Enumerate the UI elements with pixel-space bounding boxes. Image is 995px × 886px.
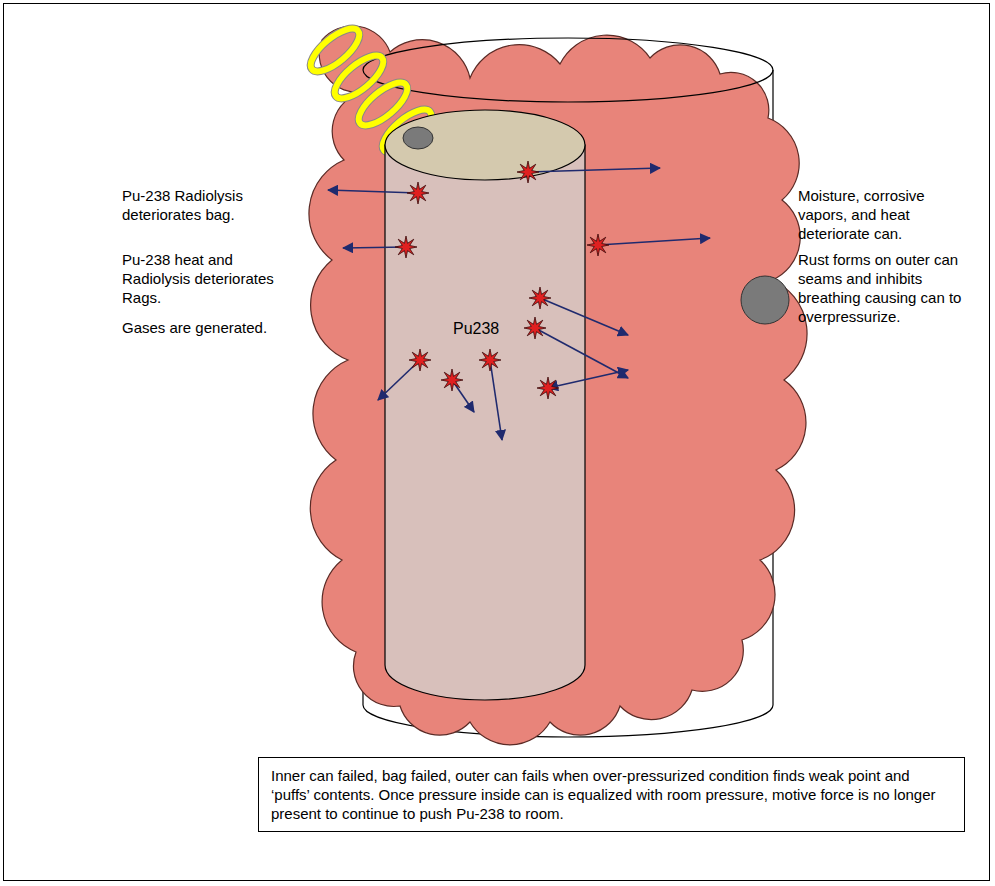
inner-can-body [385, 145, 585, 700]
outer-can-lid [363, 38, 773, 102]
radiation-arrow [328, 190, 418, 193]
spiral-coil [328, 49, 389, 106]
rags [309, 26, 807, 745]
radiation-burst [517, 161, 539, 183]
annotation-text: Rust forms on outer can seams and inhibi… [798, 250, 963, 326]
annotation-text: Pu-238 Radiolysis deteriorates bag. [122, 186, 292, 224]
breach-spot [741, 276, 789, 324]
breach-hole [403, 127, 433, 149]
radiation-arrow [548, 370, 628, 388]
annotation-text: Pu-238 heat and Radiolysis deteriorates … [122, 250, 292, 307]
material-label: Pu238 [453, 320, 499, 338]
spiral-coil [304, 22, 365, 79]
radiation-burst [479, 349, 501, 371]
radiation-burst [407, 182, 429, 204]
radiation-burst [409, 349, 431, 371]
radiation-burst [537, 377, 559, 399]
note-text: Inner can failed, bag failed, outer can … [271, 766, 952, 823]
radiation-arrow [535, 328, 628, 378]
radiation-arrow [528, 168, 660, 172]
rags-outline [309, 26, 807, 745]
radiation-arrow [490, 360, 502, 440]
radiation-burst [524, 317, 546, 339]
spiral-coil [328, 49, 389, 106]
radiation-burst [441, 369, 463, 391]
radiation-arrow [540, 298, 628, 335]
inner-can-lid [385, 110, 585, 180]
spiral-coil [304, 22, 365, 79]
inner-can: Pu238 [385, 110, 585, 700]
annotation-text: Moisture, corrosive vapors, and heat det… [798, 186, 976, 243]
annotation-text: Gases are generated. [122, 318, 292, 337]
radiation-burst [587, 234, 609, 256]
radiation-arrow [598, 238, 710, 245]
note-box: Inner can failed, bag failed, outer can … [258, 757, 965, 832]
radiation-burst [395, 236, 417, 258]
radiation-burst [529, 287, 551, 309]
inner-can-outline [385, 110, 585, 700]
